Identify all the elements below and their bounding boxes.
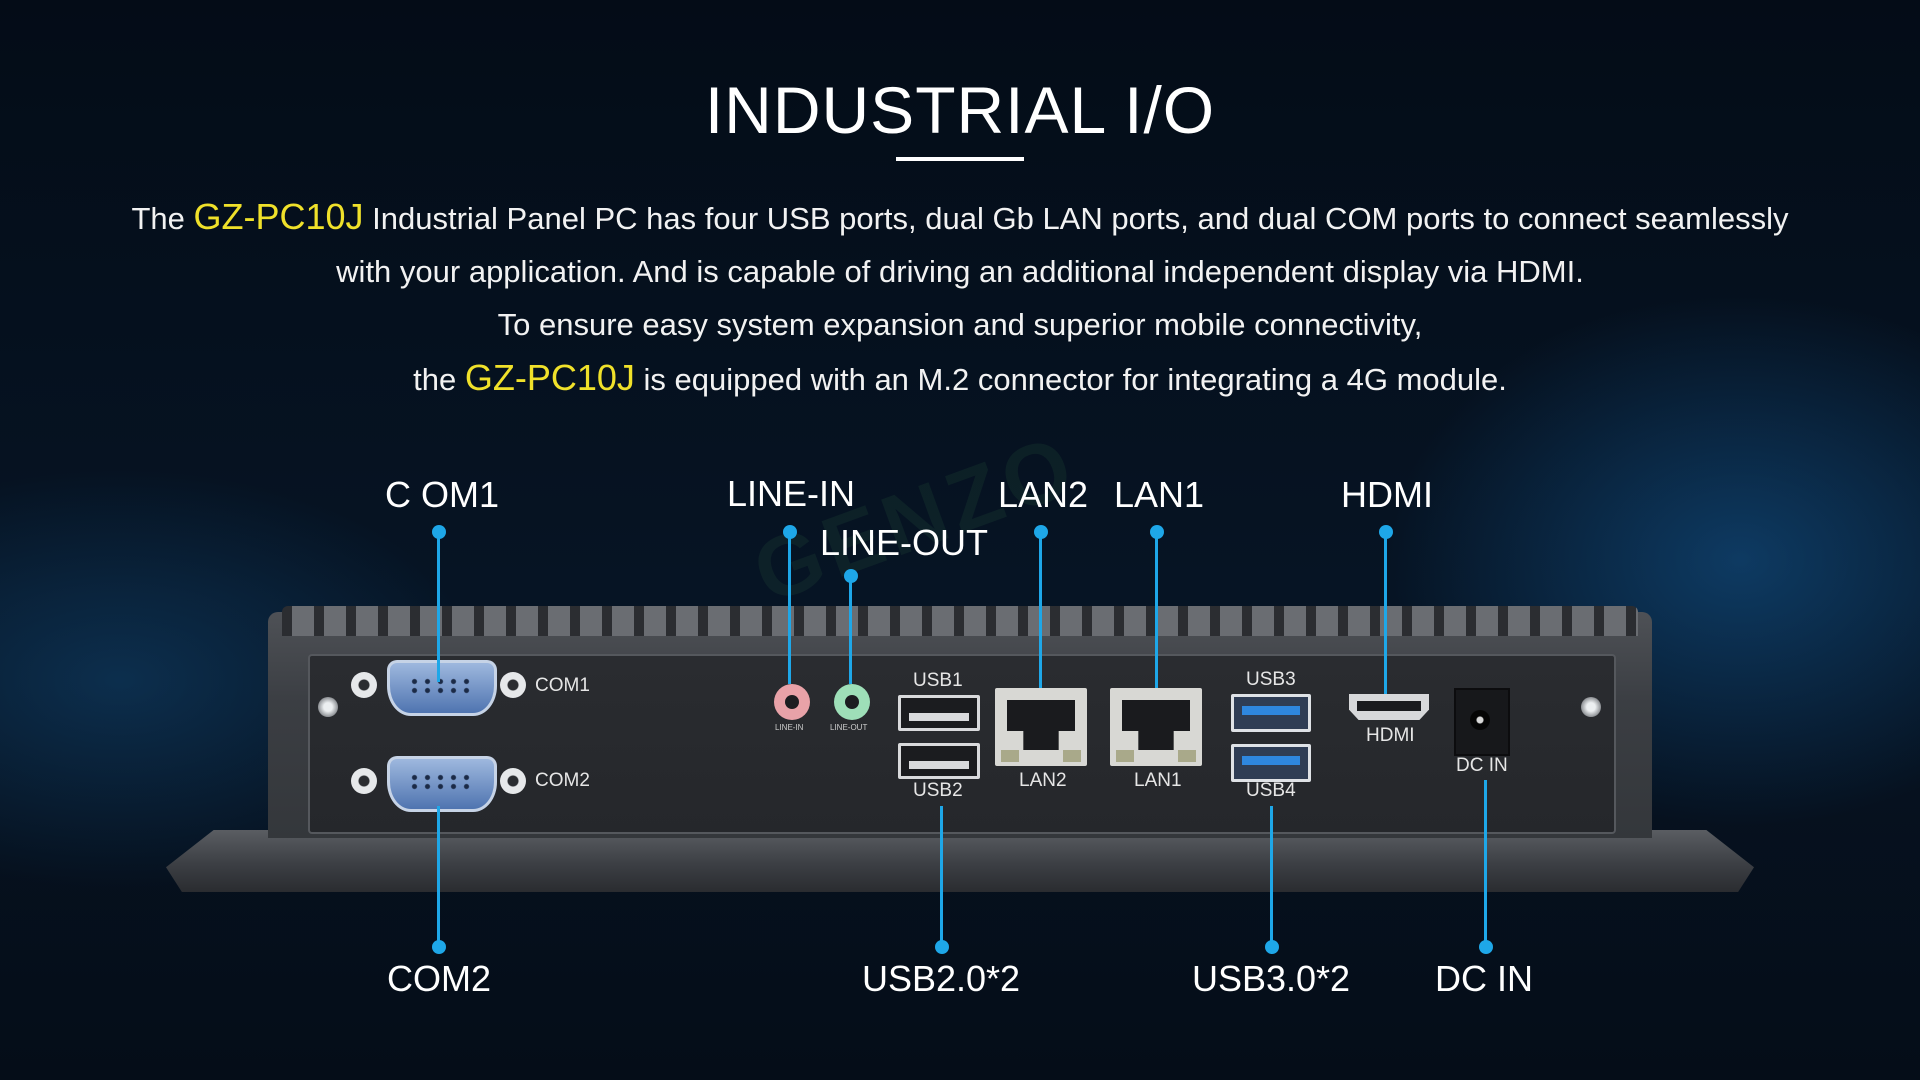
callout-line-out-line <box>849 576 852 684</box>
title-underline <box>896 157 1024 161</box>
model-highlight: GZ-PC10J <box>193 196 364 237</box>
callout-lan1-line <box>1155 532 1158 688</box>
callout-com2-line <box>437 806 440 946</box>
callout-dc-in-dot <box>1479 940 1493 954</box>
com2-standoff-left <box>351 768 377 794</box>
callout-com2: COM2 <box>386 958 492 999</box>
com2-port <box>387 756 497 812</box>
screw-left <box>318 697 338 717</box>
callout-lan2-line <box>1039 532 1042 688</box>
screw-right <box>1581 697 1601 717</box>
line-out-jack <box>834 684 870 720</box>
description-line-2: with your application. And is capable of… <box>336 254 1584 289</box>
lan1-port <box>1110 688 1202 766</box>
device-bezel <box>166 830 1754 892</box>
lan1-port-label: LAN1 <box>1134 770 1182 791</box>
callout-com1: C OM1 <box>384 474 500 515</box>
hdmi-port-label: HDMI <box>1366 725 1415 746</box>
io-panel <box>308 654 1616 834</box>
callout-usb20: USB2.0*2 <box>861 958 1021 999</box>
dc-in-port <box>1454 688 1510 756</box>
description-text: the <box>413 362 465 397</box>
lan1-led-left <box>1116 750 1134 762</box>
description-text: The <box>131 201 194 236</box>
description-line-1: The GZ-PC10J Industrial Panel PC has fou… <box>0 190 1920 245</box>
com1-standoff-right <box>500 672 526 698</box>
usb3-port-label: USB3 <box>1246 669 1296 690</box>
line-out-port-label: LINE-OUT <box>830 723 868 732</box>
lan2-led-right <box>1063 750 1081 762</box>
line-in-jack <box>774 684 810 720</box>
heatsink-fins <box>282 606 1638 636</box>
callout-usb20-line <box>940 806 943 946</box>
lan1-socket <box>1122 700 1190 750</box>
hdmi-port <box>1349 694 1429 720</box>
usb3-port <box>1231 694 1311 732</box>
callout-dc-in-line <box>1484 780 1487 946</box>
lan2-port-label: LAN2 <box>1019 770 1067 791</box>
lan2-led-left <box>1001 750 1019 762</box>
com2-standoff-right <box>500 768 526 794</box>
usb2-port <box>898 743 980 779</box>
usb1-port <box>898 695 980 731</box>
callout-line-in: LINE-IN <box>726 473 856 514</box>
callout-hdmi: HDMI <box>1341 474 1433 515</box>
callout-line-out: LINE-OUT <box>819 522 989 563</box>
callout-usb30-dot <box>1265 940 1279 954</box>
com1-port-label: COM1 <box>535 675 590 696</box>
callout-line-in-line <box>788 532 791 684</box>
com1-port <box>387 660 497 716</box>
lan2-port <box>995 688 1087 766</box>
usb4-port <box>1231 744 1311 782</box>
callout-hdmi-line <box>1384 532 1387 694</box>
callout-usb20-dot <box>935 940 949 954</box>
usb4-port-label: USB4 <box>1246 780 1296 801</box>
description-text: Industrial Panel PC has four USB ports, … <box>363 201 1789 236</box>
callout-usb30: USB3.0*2 <box>1191 958 1351 999</box>
model-highlight: GZ-PC10J <box>464 357 635 398</box>
dc-in-port-label: DC IN <box>1456 755 1508 776</box>
lan2-socket <box>1007 700 1075 750</box>
description-line-4: the GZ-PC10J is equipped with an M.2 con… <box>0 351 1920 406</box>
callout-com2-dot <box>432 940 446 954</box>
usb1-port-label: USB1 <box>913 670 963 691</box>
lan1-led-right <box>1178 750 1196 762</box>
callout-usb30-line <box>1270 806 1273 946</box>
usb2-port-label: USB2 <box>913 780 963 801</box>
description-line-3: To ensure easy system expansion and supe… <box>497 307 1423 342</box>
description: The GZ-PC10J Industrial Panel PC has fou… <box>0 190 1920 406</box>
callout-lan2: LAN2 <box>997 474 1089 515</box>
callout-dc-in: DC IN <box>1435 958 1533 999</box>
description-text: is equipped with an M.2 connector for in… <box>634 362 1507 397</box>
com1-standoff-left <box>351 672 377 698</box>
com2-port-label: COM2 <box>535 770 590 791</box>
page-title: INDUSTRIAL I/O <box>704 73 1216 147</box>
callout-lan1: LAN1 <box>1113 474 1205 515</box>
callout-com1-line <box>437 532 440 682</box>
line-in-port-label: LINE-IN <box>775 723 804 732</box>
